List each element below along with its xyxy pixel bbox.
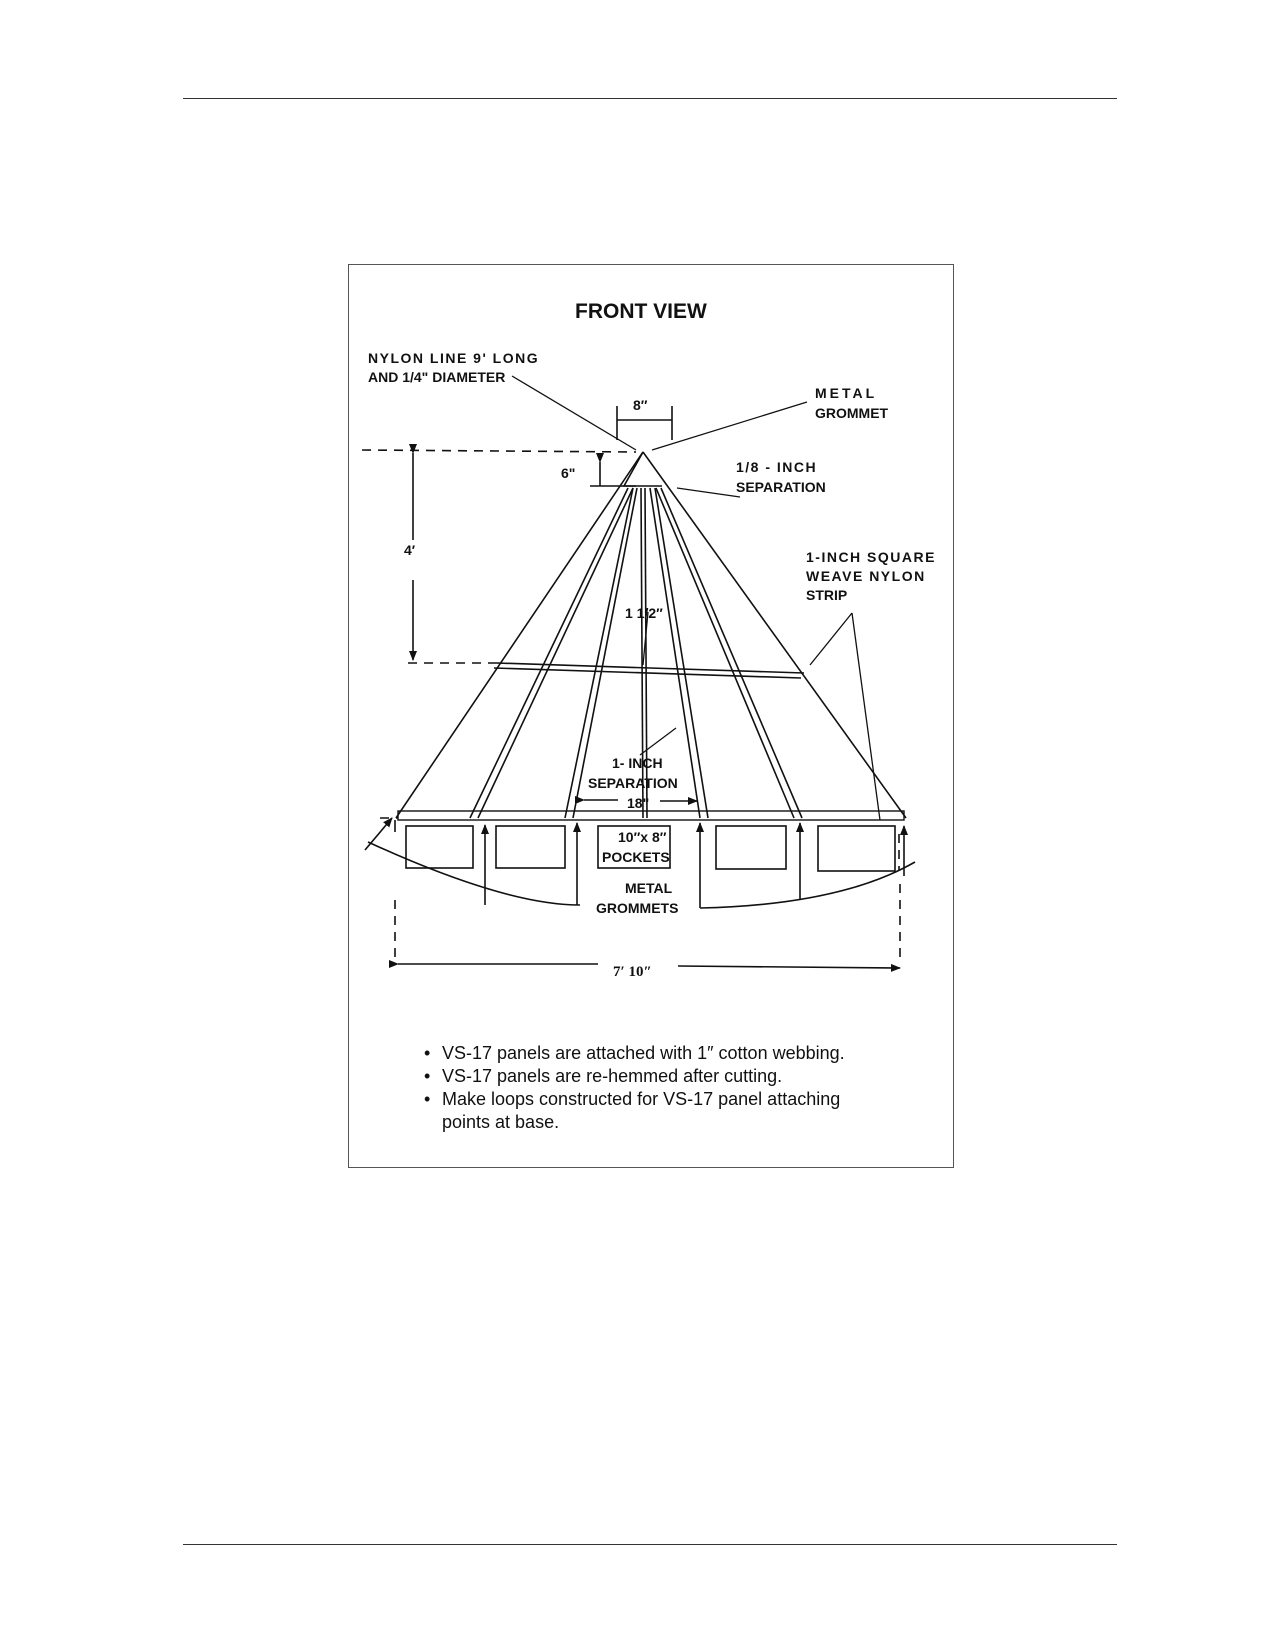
metal-grommet-label: METAL (815, 385, 877, 401)
note-item: Make loops constructed for VS-17 panel a… (424, 1088, 862, 1134)
eighth-inch-separation-label-2: SEPARATION (736, 479, 826, 495)
top-width-dim-label: 8″ (633, 397, 648, 413)
base-width-dim-label: 7′ 10″ (613, 964, 652, 980)
pockets (405, 825, 896, 872)
strip-spacing-label: 1 1/2″ (625, 605, 663, 621)
cone-outline (395, 451, 907, 819)
dim-base-spacing (575, 796, 698, 805)
figure-frame (348, 264, 954, 1168)
leader-lines (511, 375, 881, 821)
base-spacing-dim-label: 18" (627, 795, 649, 811)
nylon-line-label: NYLON LINE 9' LONG (368, 350, 539, 366)
height-dim-label: 4′ (404, 542, 416, 558)
nylon-strip-label-3: STRIP (806, 587, 847, 603)
inch-separation-label-2: SEPARATION (588, 775, 678, 791)
base-band (397, 810, 905, 821)
dashed-extensions (361, 449, 901, 958)
note-item: VS-17 panels are re-hemmed after cutting… (424, 1065, 862, 1088)
bottom-hem (367, 841, 916, 909)
dim-apex-drop (590, 453, 636, 487)
eighth-inch-separation-label: 1/8 - INCH (736, 459, 817, 475)
diagram-title: FRONT VIEW (575, 300, 707, 323)
cross-strip (493, 662, 805, 679)
metal-grommets-label-2: GROMMETS (596, 900, 678, 916)
nylon-strip-label-2: WEAVE NYLON (806, 568, 926, 584)
inch-separation-label: 1- INCH (612, 755, 663, 771)
nylon-line-label-2: AND 1/4" DIAMETER (368, 369, 505, 385)
pockets-label-2: POCKETS (602, 849, 670, 865)
metal-grommet-label-2: GROMMET (815, 405, 889, 421)
apex-cap (622, 451, 662, 487)
grommet-arrows (364, 817, 908, 908)
dim-top-width (616, 406, 673, 440)
pockets-label: 10″x 8″ (618, 829, 667, 845)
notes-list: VS-17 panels are attached with 1″ cotton… (424, 1042, 862, 1134)
footer-rule (183, 1544, 1117, 1545)
metal-grommets-label: METAL (625, 880, 673, 896)
dim-base-width (389, 960, 901, 972)
apex-drop-dim-label: 6" (561, 465, 575, 481)
note-item: VS-17 panels are attached with 1″ cotton… (424, 1042, 862, 1065)
nylon-strip-label: 1-INCH SQUARE (806, 549, 936, 565)
radial-strips (469, 487, 803, 819)
header-rule (183, 98, 1117, 99)
